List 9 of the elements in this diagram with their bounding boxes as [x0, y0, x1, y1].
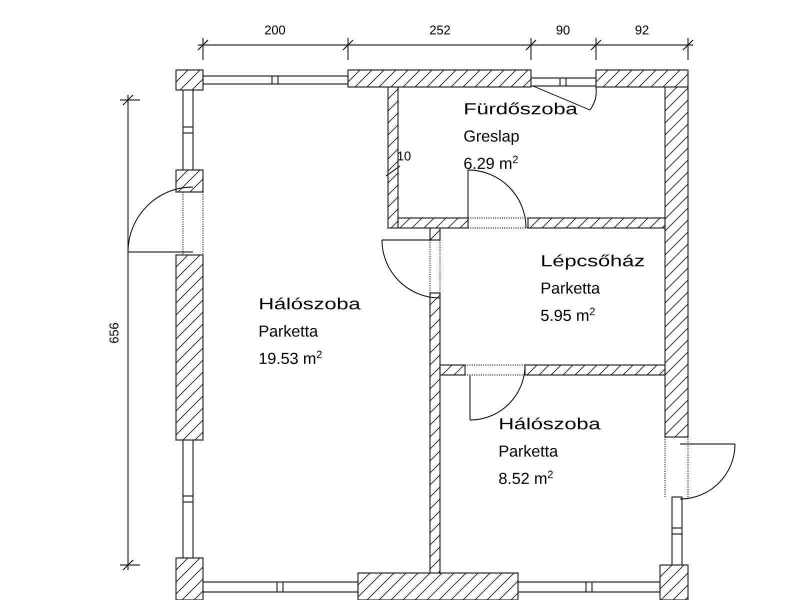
dimension-label: 252	[430, 26, 450, 34]
dimension-label: 200	[265, 26, 286, 34]
room-label: Fürdőszoba Greslap 6.29 m$^{2}$	[464, 102, 578, 170]
dimension-label: 656	[110, 323, 118, 343]
room-label: Lépcsőház Parketta 5.95 m$^{2}$	[541, 254, 644, 322]
dimension-label: 92	[636, 26, 648, 34]
room-label: Hálószoba Parketta 19.53 m$^{2}$	[260, 297, 361, 364]
room-label: Hálószoba Parketta 8.52 m$^{2}$	[499, 417, 601, 484]
dimension-label: 90	[556, 26, 570, 34]
